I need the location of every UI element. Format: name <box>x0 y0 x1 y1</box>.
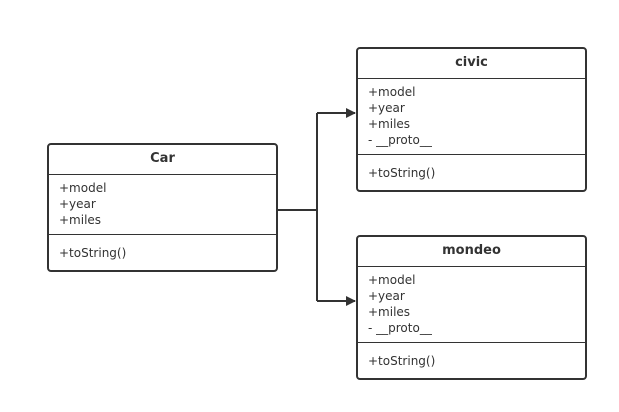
class-attributes: +model +year +miles - __proto__ <box>358 79 585 155</box>
attribute-line: +miles <box>368 117 411 131</box>
method-line: +toString() <box>59 246 127 260</box>
attribute-line: +miles <box>59 213 102 227</box>
class-box-civic[interactable]: civic +model +year +miles - __proto__ +t… <box>356 47 587 192</box>
attribute-line: +model <box>368 85 416 99</box>
class-name: Car <box>49 145 276 175</box>
class-methods: +toString() <box>358 155 585 187</box>
class-methods: +toString() <box>358 343 585 375</box>
method-line: +toString() <box>368 166 436 180</box>
class-name: mondeo <box>358 237 585 267</box>
class-attributes: +model +year +miles <box>49 175 276 235</box>
attribute-line: - __proto__ <box>368 133 432 147</box>
attribute-line: +model <box>368 273 416 287</box>
method-line: +toString() <box>368 354 436 368</box>
attribute-line: +year <box>59 197 96 211</box>
attribute-line: +model <box>59 181 107 195</box>
attribute-line: +year <box>368 101 405 115</box>
class-name: civic <box>358 49 585 79</box>
class-methods: +toString() <box>49 235 276 267</box>
attribute-line: - __proto__ <box>368 321 432 335</box>
attribute-line: +year <box>368 289 405 303</box>
class-box-car[interactable]: Car +model +year +miles +toString() <box>47 143 278 272</box>
attribute-line: +miles <box>368 305 411 319</box>
class-box-mondeo[interactable]: mondeo +model +year +miles - __proto__ +… <box>356 235 587 380</box>
class-attributes: +model +year +miles - __proto__ <box>358 267 585 343</box>
